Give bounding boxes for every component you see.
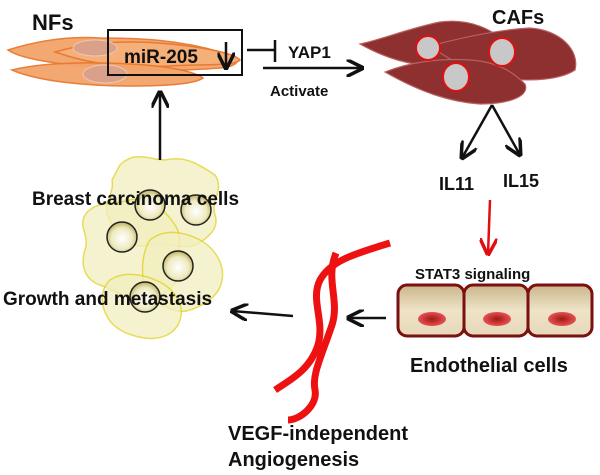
endothelial-cell	[526, 283, 594, 338]
endothelial-nucleus	[483, 312, 511, 326]
nf-nucleus	[72, 39, 118, 57]
inhibition-symbol	[247, 40, 277, 62]
tumor-nucleus	[134, 189, 166, 221]
blood-vessels	[273, 239, 392, 424]
stat3-label: STAT3 signaling	[415, 266, 530, 283]
endothelial-cell	[462, 283, 530, 338]
arrow-to-il11	[462, 104, 494, 158]
tumor-nucleus	[162, 250, 194, 282]
breast-carcinoma-label: Breast carcinoma cells	[32, 189, 239, 210]
caf-nucleus	[415, 35, 441, 61]
endothelial-cell	[396, 283, 466, 338]
tumor-nucleus	[106, 221, 138, 253]
vegf-label-line1: VEGF-independent	[228, 423, 408, 445]
activate-label: Activate	[270, 83, 328, 100]
endothelial-label: Endothelial cells	[410, 355, 568, 377]
tumor-nucleus	[180, 194, 212, 226]
vessel-strand	[273, 239, 392, 393]
il15-label: IL15	[503, 171, 539, 191]
tumor-nucleus	[129, 281, 161, 313]
endothelial-cells	[396, 283, 594, 338]
vegf-label-line2: Angiogenesis	[228, 449, 359, 471]
yap1-label: YAP1	[288, 43, 331, 62]
mir205-label: miR-205	[124, 47, 198, 68]
mir205-box	[107, 29, 243, 76]
il11-label: IL11	[439, 174, 474, 194]
caf-nucleus	[488, 37, 516, 67]
nfs-label: NFs	[32, 10, 74, 35]
tumor-cells	[82, 156, 224, 340]
vessel-strand	[287, 251, 340, 424]
endothelial-nucleus	[418, 312, 446, 326]
arrow-to-il15	[490, 104, 520, 155]
growth-metastasis-label: Growth and metastasis	[3, 289, 212, 310]
caf-nucleus	[442, 62, 470, 92]
endothelial-nucleus	[548, 312, 576, 326]
arrow-vessel-to-growth	[232, 311, 294, 316]
cafs-label: CAFs	[492, 7, 544, 29]
caf-cells	[358, 20, 577, 105]
signal-arrow	[488, 199, 490, 254]
